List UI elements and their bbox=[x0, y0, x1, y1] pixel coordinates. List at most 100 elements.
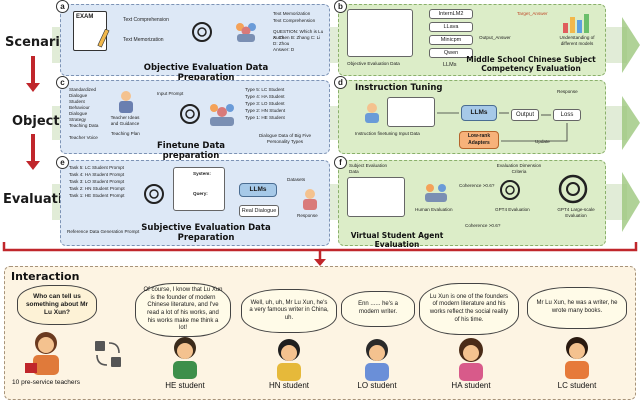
panel-e-dialogue-card bbox=[173, 167, 225, 211]
panel-c-left-5: Teacher Voice bbox=[69, 135, 98, 140]
interaction-section: Interaction Who can tell us something ab… bbox=[4, 266, 636, 400]
panel-c-type-2: Type 2: HN Student bbox=[245, 108, 286, 113]
panel-c-badge: c bbox=[56, 76, 69, 89]
panel-c-type-4: Type 4: HA Student bbox=[245, 94, 285, 99]
panel-e-task-5: Task 5: LC Student Prompt bbox=[69, 165, 124, 170]
panel-f-data-card bbox=[347, 177, 405, 217]
panel-d-response: Response bbox=[557, 89, 578, 94]
panel-a-output-1: Text Memorization bbox=[273, 11, 311, 16]
panel-b-badge: b bbox=[334, 0, 347, 13]
panel-c-mid-2: Teaching Plan bbox=[111, 131, 140, 136]
lo-student-bubble: Enn ...... he's a modern writer. bbox=[341, 291, 415, 327]
bar-chart-icon bbox=[563, 14, 589, 33]
ha-student-bubble: Lu Xun is one of the founders of modern … bbox=[419, 283, 519, 335]
panel-d-title: Instruction Tuning bbox=[355, 83, 443, 93]
student-input-icon bbox=[365, 103, 379, 123]
instruction-card bbox=[387, 97, 435, 127]
panel-b-output-label: Output_Answer bbox=[479, 35, 511, 40]
panel-b-models-label: LLMs bbox=[443, 62, 457, 68]
panel-a-example-4: Answer: D bbox=[273, 47, 295, 52]
panel-a-example-2: A: Chen B: Zhang C: Li bbox=[273, 35, 321, 40]
panel-d: d Instruction Tuning Instruction finetun… bbox=[334, 76, 606, 154]
panel-e-response: Response bbox=[297, 213, 318, 218]
model-internlm2: InternLM2 bbox=[429, 9, 473, 19]
panel-a-text-1: Text Comprehension bbox=[123, 17, 169, 23]
panel-c-left-2: Student Behaviour bbox=[69, 99, 90, 110]
panel-d-input-caption: Instruction finetuning Input Data bbox=[355, 131, 420, 136]
hn-student-bubble: Well, uh, uh, Mr Lu Xun, he's a very fam… bbox=[241, 289, 337, 333]
panel-f-gpt4-large: GPT4 Large-scale Evaluation bbox=[557, 207, 595, 218]
panel-c: c Standardized Dialogue Student Behaviou… bbox=[56, 76, 330, 161]
row-label-scenario: Scenario bbox=[5, 35, 69, 50]
down-arrow-2 bbox=[26, 134, 40, 170]
he-student-bubble: Of course, I know that Lu Xun is the fou… bbox=[135, 283, 231, 337]
panel-c-title: Finetune Data preparation bbox=[156, 141, 226, 161]
lc-student-bubble: Mr Lu Xun, he was a writer, he wrote man… bbox=[527, 287, 627, 329]
panel-e-task-2: Task 2: HN Student Prompt bbox=[69, 186, 125, 191]
arrows-d bbox=[437, 112, 568, 142]
model-qwen: Qwen bbox=[429, 48, 473, 58]
panel-c-type-1: Type 1: HE Student bbox=[245, 115, 285, 120]
panel-e-caption: Reference Data Generation Prompt bbox=[67, 229, 140, 234]
panel-f-title: Virtual Student Agent Evaluation bbox=[350, 231, 444, 249]
openai-logo-icon-f bbox=[500, 180, 520, 200]
objective-data-card bbox=[347, 9, 413, 57]
panel-e-real-box: Real Dialogue bbox=[239, 205, 279, 217]
panel-d-loss-box: Loss bbox=[553, 109, 581, 121]
teacher-figure-icon bbox=[119, 91, 133, 113]
he-student-avatar-icon bbox=[173, 337, 197, 379]
interaction-title: Interaction bbox=[11, 270, 80, 283]
panel-b-eval-label: Understanding of different models bbox=[559, 35, 595, 46]
panel-b-data-label: Objective Evaluation Data bbox=[347, 61, 400, 66]
panel-a-example-3: D: Zhou bbox=[273, 41, 290, 46]
row-label-object: Object bbox=[12, 114, 60, 129]
panel-f-gpt4: GPT4 Evaluation bbox=[495, 207, 530, 212]
panel-d-llms-box: LLMs bbox=[461, 105, 497, 121]
panel-e: e Task 5: LC Student Prompt Task 4: HA S… bbox=[56, 156, 330, 246]
panel-d-adapters-box: Low-rank Adapters bbox=[459, 131, 499, 149]
panel-c-type-3: Type 3: LO Student bbox=[245, 101, 285, 106]
panel-e-llms-box: LLMs bbox=[239, 183, 277, 197]
people-group-icon bbox=[236, 23, 256, 42]
model-llava: LLava bbox=[429, 22, 473, 32]
panel-b-target-label: Target_Answer bbox=[517, 11, 548, 16]
panel-d-update: Update bbox=[535, 139, 550, 144]
hn-student-avatar-icon bbox=[277, 339, 301, 381]
panel-f-human: Human Evaluation bbox=[415, 207, 453, 212]
response-person-icon bbox=[303, 189, 317, 210]
panel-b: b Objective Evaluation Data InternLM2 LL… bbox=[334, 0, 606, 76]
panel-d-output-box: Output bbox=[511, 109, 539, 121]
panel-b-title: Middle School Chinese Subject Competency… bbox=[466, 55, 596, 73]
lc-student-avatar-icon bbox=[565, 337, 589, 379]
panel-a-text-2: Text Memorization bbox=[123, 37, 164, 43]
hn-student-label: HN student bbox=[268, 381, 310, 390]
interaction-connector bbox=[2, 242, 638, 266]
panel-f-coh2: Coherence >0.6? bbox=[465, 223, 501, 228]
panel-d-badge: d bbox=[334, 76, 347, 89]
openai-logo-icon-e bbox=[144, 184, 164, 204]
panel-a-example-1: QUESTION: Which is Lu Xun's bbox=[273, 29, 324, 40]
teacher-label: 10 pre-service teachers bbox=[12, 379, 80, 386]
panel-c-types-caption: Dialogue Data of Big Five Personality Ty… bbox=[258, 133, 312, 144]
openai-logo-large-icon bbox=[558, 174, 588, 204]
panel-e-task-1: Task 1: HE Student Prompt bbox=[69, 193, 125, 198]
students-group-icon bbox=[210, 104, 234, 126]
panel-f-badge: f bbox=[334, 156, 347, 169]
panel-e-query: Query: bbox=[193, 191, 208, 196]
panel-a-title: Objective Evaluation Data Preparation bbox=[143, 63, 269, 83]
panel-f-criteria: Evaluation Dimension Criteria bbox=[496, 163, 542, 174]
panel-c-left-4: Teaching Data bbox=[69, 123, 99, 128]
ha-student-label: HA student bbox=[451, 381, 491, 390]
pencil-icon bbox=[97, 29, 110, 48]
panel-e-task-3: Task 3: LO Student Prompt bbox=[69, 179, 125, 184]
teacher-avatar-icon bbox=[25, 332, 59, 375]
exchange-icon bbox=[95, 341, 121, 367]
lo-student-avatar-icon bbox=[365, 339, 389, 381]
panel-f-data-label: Subject Evaluation Data bbox=[349, 163, 388, 174]
panel-c-left-1: Standardized Dialogue bbox=[69, 87, 97, 98]
openai-logo-icon bbox=[192, 22, 212, 42]
openai-logo-icon-c bbox=[180, 104, 200, 124]
lc-student-label: LC student bbox=[557, 381, 597, 390]
panel-e-system: System: bbox=[193, 171, 211, 176]
panel-a-badge: a bbox=[56, 0, 69, 13]
